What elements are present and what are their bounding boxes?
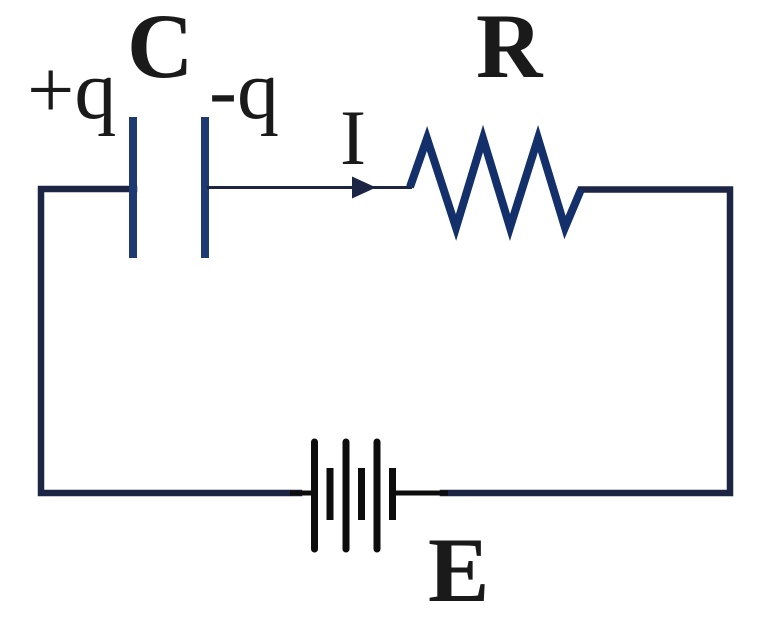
positive-charge-label: +q <box>27 44 117 137</box>
battery-symbol <box>290 438 448 553</box>
current-label: I <box>340 94 366 181</box>
current-arrow <box>207 176 412 199</box>
capacitor-label: C <box>127 0 194 97</box>
wire-left-loop <box>37 185 303 497</box>
wire-right-loop <box>439 186 734 497</box>
resistor-zigzag <box>406 124 585 242</box>
resistor-label: R <box>476 0 543 97</box>
negative-charge-label: -q <box>209 44 279 137</box>
current-arrow-head <box>352 176 376 199</box>
emf-label: E <box>428 519 490 621</box>
capacitor-symbol <box>129 117 209 258</box>
